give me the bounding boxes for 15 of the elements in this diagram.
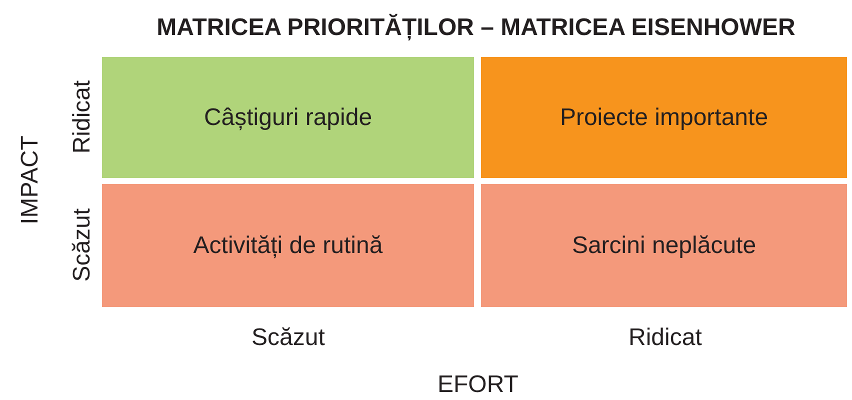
axis-title: EFORT [438,371,518,399]
quadrant-label: Câștiguri rapide [204,104,372,132]
quadrant-box [102,57,474,178]
row-label: Scăzut [68,208,96,282]
quadrant-box [481,57,847,178]
quadrant-label: Sarcini neplăcute [572,232,756,260]
axis-title: IMPACT [16,136,44,224]
column-label: Ridicat [628,324,702,352]
quadrant-label: Activități de rutină [193,232,383,260]
row-label: Ridicat [68,80,96,154]
quadrant-box [481,184,847,307]
diagram-title: MATRICEA PRIORITĂȚILOR – MATRICEA EISENHOWER [156,14,796,42]
quadrant-box [102,184,474,307]
column-label: Scăzut [252,324,325,352]
quadrant-label: Proiecte importante [560,104,768,132]
